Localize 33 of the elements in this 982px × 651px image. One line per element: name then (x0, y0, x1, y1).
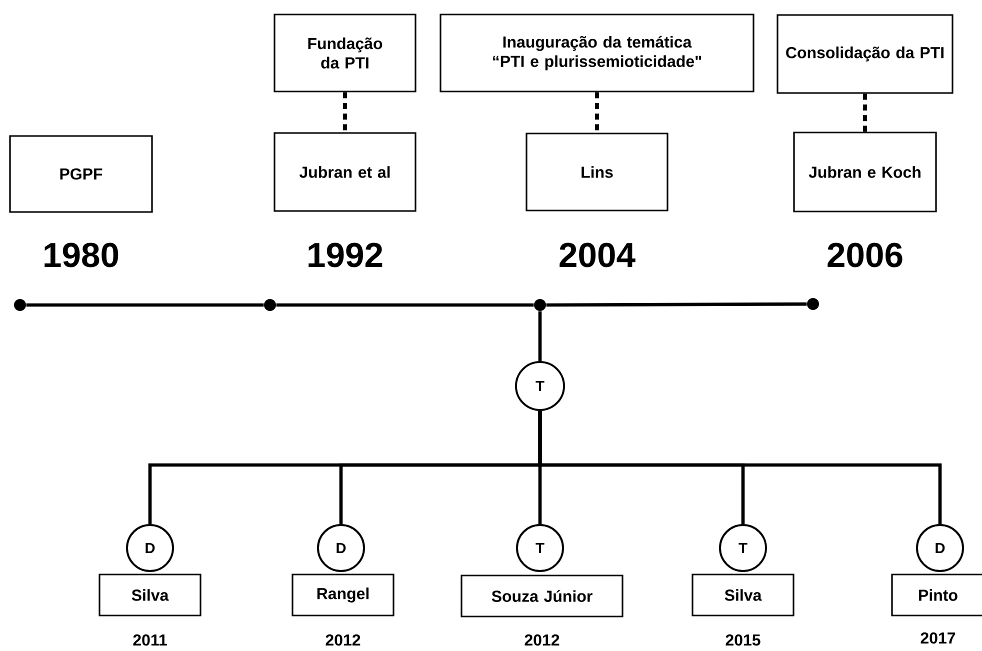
timeline-dot (534, 299, 546, 311)
year-label: 2004 (560, 242, 636, 268)
text-box: Inauguração da temática “PTI e plurissemioticidade" (440, 14, 754, 92)
text-box: Silva (98, 574, 202, 616)
text-box: Rangel (292, 574, 394, 616)
text-box: PGPF (9, 135, 153, 213)
dotted-line (595, 92, 599, 133)
text-box: Souza Júnior (460, 574, 624, 618)
year-label: 2017 (920, 632, 956, 644)
dotted-line (343, 92, 347, 132)
year-label: 2012 (524, 634, 560, 646)
text-box: Silva (692, 574, 794, 616)
timeline-line (26, 303, 264, 307)
year-label: 1992 (308, 242, 382, 268)
text-box: Lins (526, 132, 668, 212)
timeline-dot (807, 298, 819, 310)
branch-line (538, 411, 942, 524)
timeline-dot (14, 299, 26, 311)
year-label: 2015 (726, 634, 760, 646)
year-label: 2006 (828, 242, 902, 268)
text-box: Pinto (891, 574, 982, 616)
year-label: 2012 (326, 634, 360, 646)
year-label: 1980 (44, 242, 118, 268)
timeline-line (276, 303, 534, 307)
text-box: Fundação da PTI (274, 14, 416, 92)
text-box: Consolidação da PTI (776, 14, 954, 94)
year-label: 2011 (133, 634, 167, 646)
timeline-line (546, 302, 807, 307)
text-box: Jubran e Koch (793, 132, 937, 212)
dotted-line (863, 94, 867, 132)
branch-line (538, 311, 542, 361)
text-box: Jubran et al (274, 132, 416, 212)
timeline-dot (264, 299, 276, 311)
